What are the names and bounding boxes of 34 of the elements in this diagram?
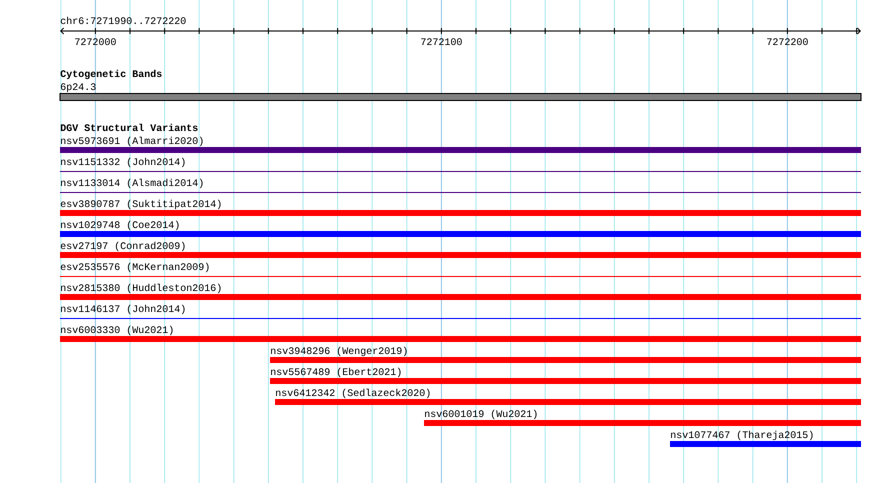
node-label: esv27197 (Conrad2009) (60, 242, 185, 252)
track-title: Cytogenetic Bands (60, 70, 162, 80)
variant-feature: esv27197 (Conrad2009) (60, 242, 861, 258)
variant-feature: nsv2815380 (Huddleston2016) (60, 284, 861, 300)
node-label: nsv5567489 (Ebert2021) (271, 368, 401, 378)
node-label: nsv1077467 (Thareja2015) (671, 430, 813, 440)
node-label: nsv6412342 (Sedlazeck2020) (276, 388, 430, 398)
variant-feature: esv2535576 (McKernan2009) (60, 262, 862, 277)
variant-feature: nsv1029748 (Coe2014) (60, 220, 861, 237)
coordinate-range: chr6:7271990..7272220 (60, 16, 186, 24)
tick-label: 7272000 (75, 38, 116, 46)
track-title: DGV Structural Variants (60, 124, 198, 132)
variant-feature: nsv5973691 (Almarri2020) (60, 136, 861, 153)
variant-feature: nsv1077467 (Thareja2015) (670, 430, 861, 447)
variant-feature: nsv6003330 (Wu2021) (60, 326, 861, 342)
node-label: nsv2815380 (Huddleston2016) (61, 284, 221, 294)
node-label: 6p24.3 (60, 83, 96, 92)
node-label: nsv5973691 (Almarri2020) (61, 136, 203, 146)
tick-label: 7272100 (421, 38, 462, 46)
node-label: nsv6001019 (Wu2021) (425, 410, 537, 420)
variant-feature: nsv1133014 (Alsmadi2014) (60, 178, 862, 193)
variant-feature: nsv6001019 (Wu2021) (424, 410, 861, 426)
variant-feature: nsv6412342 (Sedlazeck2020) (275, 388, 861, 405)
variant-feature: nsv1146137 (John2014) (60, 304, 862, 319)
cytoband-feature: 6p24.3 (60, 83, 862, 101)
variant-feature: nsv5567489 (Ebert2021) (270, 368, 861, 384)
node-label: nsv6003330 (Wu2021) (61, 326, 173, 336)
tick-label: 7272200 (767, 38, 808, 46)
node-label: nsv3948296 (Wenger2019) (271, 346, 407, 356)
variant-feature: nsv3948296 (Wenger2019) (270, 346, 861, 363)
variant-feature: esv3890787 (Suktitipat2014) (60, 200, 861, 216)
node-label: esv3890787 (Suktitipat2014) (60, 200, 221, 210)
node-label: nsv1029748 (Coe2014) (61, 220, 179, 230)
variant-feature: nsv1151332 (John2014) (60, 158, 862, 172)
